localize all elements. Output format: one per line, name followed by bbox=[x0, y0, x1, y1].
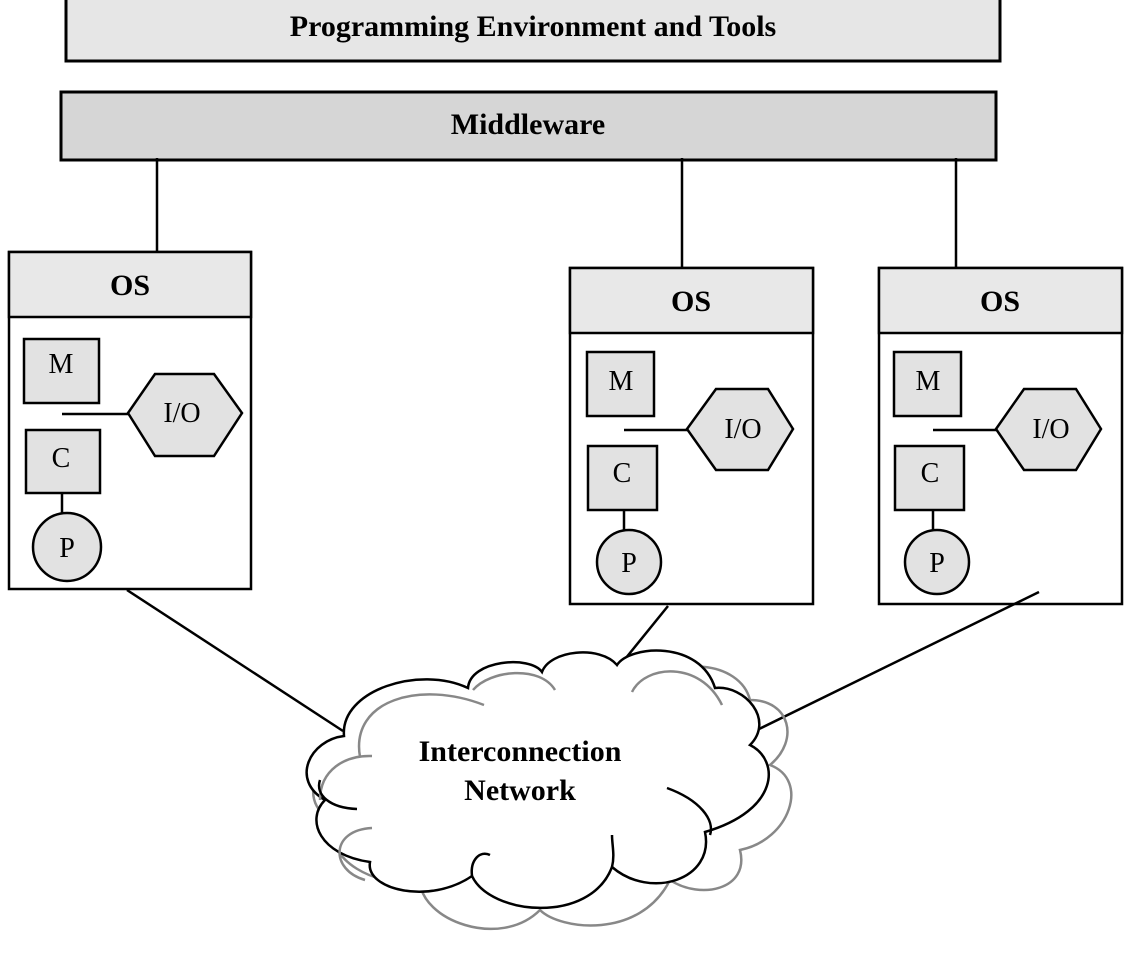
cache-label: C bbox=[921, 458, 940, 489]
middleware-layer: Middleware bbox=[59, 90, 998, 162]
os-header bbox=[7, 250, 253, 319]
processor-circle bbox=[903, 528, 971, 596]
network-link-1 bbox=[126, 588, 344, 733]
middleware-layer-label: Middleware bbox=[451, 108, 605, 141]
tools-layer-label: Programming Environment and Tools bbox=[290, 10, 776, 43]
middleware-layer-box bbox=[59, 90, 998, 162]
os-label: OS bbox=[671, 285, 711, 318]
memory-label: M bbox=[916, 366, 941, 397]
processor-label: P bbox=[59, 533, 75, 564]
processor-label: P bbox=[621, 548, 637, 579]
io-hexagon bbox=[994, 387, 1103, 472]
os-header bbox=[877, 266, 1124, 335]
cloud-inner-arc bbox=[470, 852, 491, 877]
memory-box bbox=[22, 337, 101, 405]
io-label: I/O bbox=[724, 414, 761, 445]
network-link-3 bbox=[756, 590, 1040, 732]
io-label: I/O bbox=[1032, 414, 1069, 445]
network-label-line2: Network bbox=[464, 774, 576, 807]
memory-label: M bbox=[609, 366, 634, 397]
cloud-inner-arc bbox=[666, 786, 713, 836]
processor-label: P bbox=[929, 548, 945, 579]
cloud-inner-arc bbox=[357, 693, 485, 758]
cache-box bbox=[586, 444, 659, 512]
io-hexagon bbox=[685, 387, 795, 472]
cloud-inner-arc bbox=[317, 779, 358, 811]
processor-circle bbox=[595, 528, 663, 596]
cluster-node-2: OS M C P I/O bbox=[568, 266, 815, 606]
tools-layer: Programming Environment and Tools bbox=[64, 0, 1002, 63]
cache-label: C bbox=[613, 458, 632, 489]
memory-box bbox=[585, 350, 656, 418]
cache-label: C bbox=[52, 443, 71, 474]
cluster-node-1: OS M C P I/O bbox=[7, 250, 253, 591]
network-label-line1: Interconnection bbox=[419, 735, 622, 768]
cloud-inner-arc bbox=[610, 834, 615, 868]
io-label: I/O bbox=[163, 398, 200, 429]
cloud-outline bbox=[305, 649, 770, 909]
cache-box bbox=[893, 444, 966, 512]
interconnection-network-cloud: Interconnection Network bbox=[305, 649, 793, 931]
memory-label: M bbox=[49, 349, 74, 380]
processor-circle bbox=[31, 511, 103, 583]
memory-box bbox=[892, 350, 963, 418]
cloud-inner-arc bbox=[472, 671, 557, 691]
io-hexagon bbox=[126, 372, 244, 458]
os-label: OS bbox=[980, 285, 1020, 318]
cloud-inner-arc bbox=[338, 826, 373, 882]
cluster-node-3: OS M C P I/O bbox=[877, 266, 1124, 606]
os-label: OS bbox=[110, 269, 150, 302]
tools-layer-box bbox=[64, 0, 1002, 63]
cloud-inner-arc bbox=[630, 670, 724, 706]
os-header bbox=[568, 266, 815, 335]
